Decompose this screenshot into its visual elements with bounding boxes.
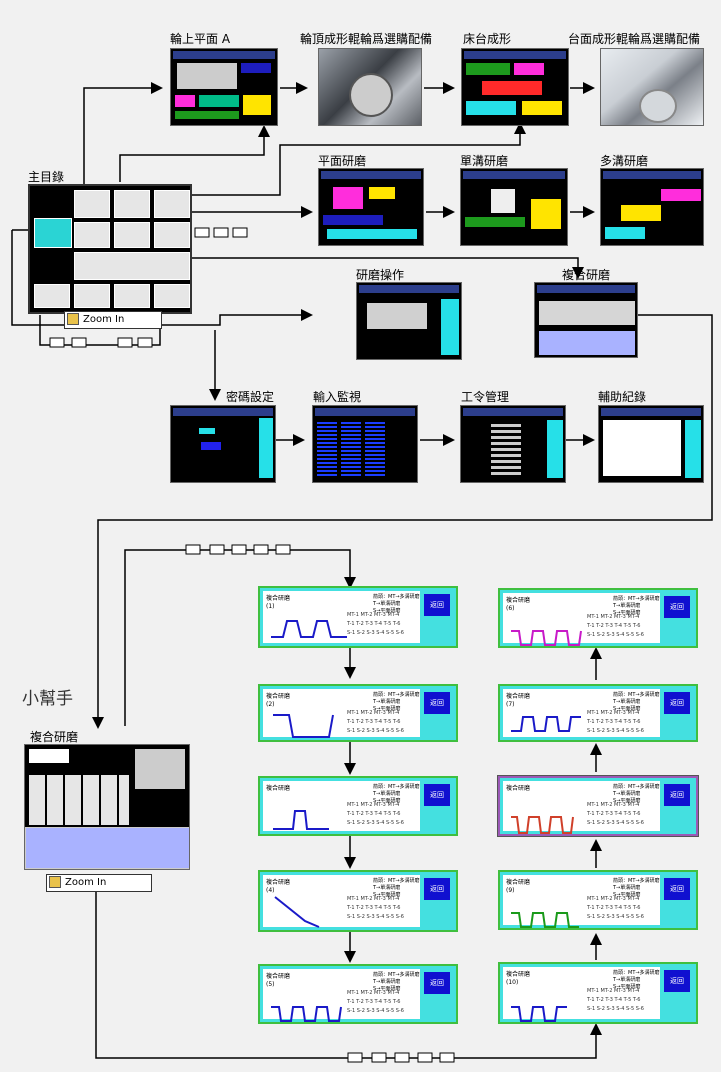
label-wheel-plane: 輪上平面 A bbox=[170, 32, 231, 46]
back-button-5[interactable]: 返回 bbox=[424, 972, 450, 994]
thumb-password[interactable] bbox=[170, 405, 276, 483]
label-aux-record: 輔助紀錄 bbox=[598, 390, 647, 404]
label-compound: 複合研磨 bbox=[562, 268, 611, 282]
label-table-form: 台面成形輥輪爲選購配備 bbox=[568, 32, 701, 46]
thumb-wheel-plane[interactable] bbox=[170, 48, 278, 126]
label-wheel-top: 輪頂成形輥輪爲選購配備 bbox=[300, 32, 433, 46]
thumb-single-groove[interactable] bbox=[460, 168, 568, 246]
label-bed-form: 床台成形 bbox=[463, 32, 512, 46]
label-grind-op: 研磨操作 bbox=[356, 268, 405, 282]
photo-table-form bbox=[600, 48, 704, 126]
thumb-compound-helper[interactable] bbox=[24, 744, 190, 870]
thumb-multi-groove[interactable] bbox=[600, 168, 704, 246]
back-button-4[interactable]: 返回 bbox=[424, 878, 450, 900]
thumb-aux-record[interactable] bbox=[598, 405, 704, 483]
zoom-in-button[interactable]: Zoom In bbox=[64, 311, 162, 329]
label-helper: 小幫手 bbox=[22, 689, 73, 709]
label-multi-groove: 多溝研磨 bbox=[600, 154, 649, 168]
thumb-input-monitor[interactable] bbox=[312, 405, 418, 483]
back-button-7[interactable]: 返回 bbox=[664, 692, 690, 714]
magnifier-icon bbox=[49, 876, 61, 888]
back-button-1[interactable]: 返回 bbox=[424, 594, 450, 616]
photo-wheel-top bbox=[318, 48, 422, 126]
back-button-3[interactable]: 返回 bbox=[424, 784, 450, 806]
back-button-6[interactable]: 返回 bbox=[664, 596, 690, 618]
label-single-groove: 單溝研磨 bbox=[460, 154, 509, 168]
label-compound-helper: 複合研磨 bbox=[30, 730, 79, 744]
back-button-8[interactable]: 返回 bbox=[664, 784, 690, 806]
thumb-plane-grind[interactable] bbox=[318, 168, 424, 246]
thumb-bed-form[interactable] bbox=[461, 48, 569, 126]
thumb-grind-op[interactable] bbox=[356, 282, 462, 360]
label-plane-grind: 平面研磨 bbox=[318, 154, 367, 168]
back-button-10[interactable]: 返回 bbox=[664, 970, 690, 992]
label-input-monitor: 輸入監視 bbox=[313, 390, 362, 404]
zoom-in-button-helper[interactable]: Zoom In bbox=[46, 874, 152, 892]
back-button-2[interactable]: 返回 bbox=[424, 692, 450, 714]
back-button-9[interactable]: 返回 bbox=[664, 878, 690, 900]
thumb-compound[interactable] bbox=[534, 282, 638, 358]
label-password: 密碼設定 bbox=[226, 390, 275, 404]
main-menu-screen[interactable] bbox=[28, 184, 192, 314]
label-main-menu: 主目錄 bbox=[28, 170, 65, 184]
magnifier-icon bbox=[67, 313, 79, 325]
thumb-work-mgmt[interactable] bbox=[460, 405, 566, 483]
label-work-mgmt: 工令管理 bbox=[461, 390, 510, 404]
